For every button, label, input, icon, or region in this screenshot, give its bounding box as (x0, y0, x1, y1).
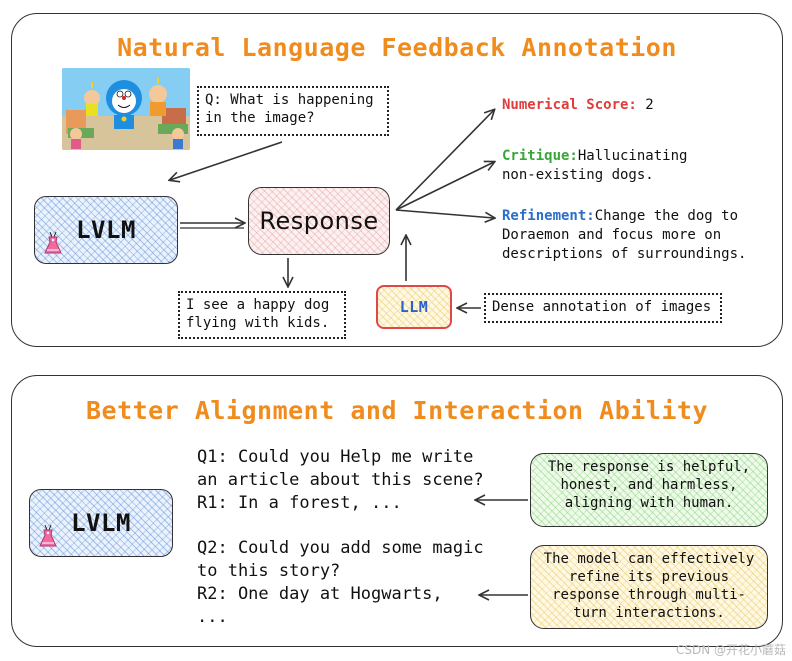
critique-key: Critique: (502, 148, 578, 164)
lvlm-label: LVLM (76, 216, 136, 244)
dialog-line: to this story? (197, 561, 341, 581)
helpful-feedback-bubble: The response is helpful, honest, and har… (530, 453, 768, 527)
refinement-key: Refinement: (502, 208, 595, 224)
bubble-line: honest, and harmless, (560, 477, 738, 493)
llm-label: LLM (399, 298, 429, 316)
response-text-box: I see a happy dog flying with kids. (178, 291, 346, 339)
critique-line: non-existing dogs. (502, 167, 654, 183)
question-line: Q: What is happening (205, 92, 374, 108)
refinement-output: Refinement:Change the dog to Doraemon an… (502, 207, 746, 264)
response-text-line: I see a happy dog (186, 297, 330, 313)
response-text-line: flying with kids. (186, 315, 330, 331)
question-line: in the image? (205, 110, 315, 126)
bubble-line: response through multi- (552, 587, 746, 603)
dialog-line: R1: In a forest, ... (197, 493, 402, 513)
lvlm-node: LVLM (29, 489, 173, 557)
refinement-line: Doraemon and focus more on (502, 227, 722, 243)
dense-annotation-text: Dense annotation of images (492, 299, 712, 315)
numerical-score-output: Numerical Score: 2 (502, 96, 654, 115)
dialog-turn-2: Q2: Could you add some magic to this sto… (197, 537, 484, 629)
bubble-line: refine its previous (568, 569, 730, 585)
response-label: Response (259, 207, 379, 235)
score-value: 2 (645, 97, 654, 113)
refine-feedback-bubble: The model can effectively refine its pre… (530, 545, 768, 629)
bubble-line: turn interactions. (573, 605, 725, 621)
watermark: CSDN @开花小蘑菇 (675, 643, 786, 657)
dense-annotation-box: Dense annotation of images (484, 293, 722, 323)
dialog-line: ... (197, 607, 228, 627)
dialog-line: an article about this scene? (197, 470, 484, 490)
lvlm-label: LVLM (71, 509, 131, 537)
refinement-line: Change the dog to (594, 208, 739, 224)
refinement-line: descriptions of surroundings. (502, 246, 747, 262)
critique-output: Critique:Hallucinating non-existing dogs… (502, 147, 687, 185)
question-box: Q: What is happening in the image? (197, 86, 389, 136)
critique-line: Hallucinating (577, 148, 688, 164)
panel-title-feedback: Natural Language Feedback Annotation (117, 33, 677, 62)
lvlm-node: LVLM (34, 196, 178, 264)
score-key: Numerical Score: (502, 97, 637, 113)
dialog-turn-1: Q1: Could you Help me write an article a… (197, 446, 484, 515)
cartoon-thumbnail (62, 68, 190, 150)
bubble-line: aligning with human. (564, 495, 734, 511)
bubble-line: The response is helpful, (547, 459, 751, 475)
response-node: Response (248, 187, 390, 255)
panel-title-alignment: Better Alignment and Interaction Ability (85, 396, 709, 425)
llm-node: LLM (376, 285, 452, 329)
dialog-line: R2: One day at Hogwarts, (197, 584, 443, 604)
dress-icon (39, 524, 57, 547)
dialog-line: Q2: Could you add some magic (197, 538, 484, 558)
dress-icon (44, 231, 62, 254)
dialog-line: Q1: Could you Help me write (197, 447, 474, 467)
bubble-line: The model can effectively (543, 551, 755, 567)
